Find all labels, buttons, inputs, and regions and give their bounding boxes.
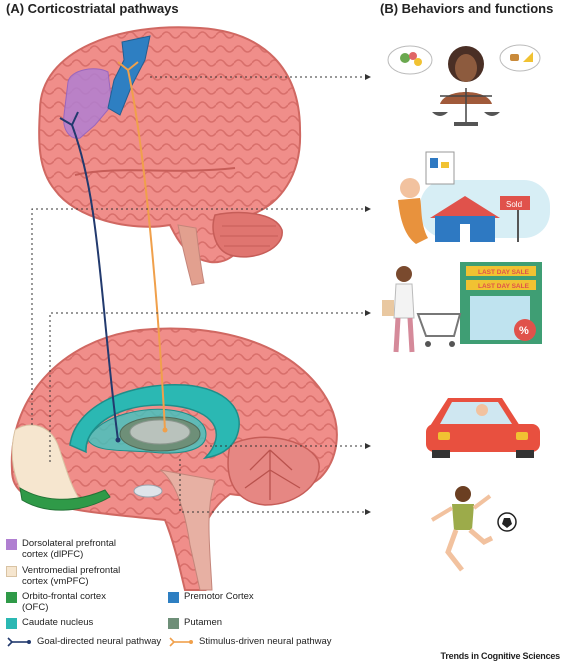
panel-b-title: (B) Behaviors and functions	[380, 1, 554, 16]
goal-pathway-key	[7, 637, 31, 647]
ofc-region	[19, 487, 111, 511]
legend-item-ofc: Orbito-frontal cortex (OFC)	[6, 591, 106, 613]
legend-label-putamen: Putamen	[184, 617, 223, 628]
goal-directed-pathway	[71, 124, 119, 441]
scene-shopping: LAST DAY SALE LAST DAY SALE %	[382, 262, 542, 353]
discount-badge: %	[519, 325, 529, 337]
journal-credit: Trends in Cognitive Sciences	[440, 651, 561, 661]
vmpfc-swatch	[6, 566, 17, 577]
legend-item-caudate: Caudate nucleus	[6, 617, 93, 629]
caudate-swatch	[6, 618, 17, 629]
legend-label-ofc: Orbito-frontal cortex (OFC)	[22, 591, 106, 613]
connectors	[31, 74, 371, 515]
stimulus-driven-pathway	[127, 69, 166, 431]
dlpfc-region	[63, 68, 113, 139]
premotor-swatch	[168, 592, 179, 603]
ofc-swatch	[6, 592, 17, 603]
legend-item-dlpfc: Dorsolateral prefrontal cortex (dlPFC)	[6, 538, 116, 560]
legend-item-goal: Goal-directed neural pathway	[6, 636, 161, 647]
legend-label-vmpfc: Ventromedial prefrontal cortex (vmPFC)	[22, 565, 121, 587]
lateral-brain	[38, 26, 302, 286]
legend-item-stimulus: Stimulus-driven neural pathway	[168, 636, 332, 647]
medial-brain	[10, 327, 338, 591]
dlpfc-swatch	[6, 539, 17, 550]
legend-item-vmpfc: Ventromedial prefrontal cortex (vmPFC)	[6, 565, 120, 587]
scene-soccer	[430, 486, 517, 572]
sold-sign: Sold	[506, 200, 522, 209]
legend: Dorsolateral prefrontal cortex (dlPFC) V…	[6, 537, 366, 649]
sale-banner-bottom: LAST DAY SALE	[478, 283, 530, 290]
panel-a-title: (A) Corticostriatal pathways	[6, 1, 179, 16]
legend-label-dlpfc: Dorsolateral prefrontal cortex (dlPFC)	[22, 538, 116, 560]
legend-label-caudate: Caudate nucleus	[22, 617, 94, 628]
caudate-region	[69, 384, 240, 460]
stimulus-pathway-key	[169, 637, 193, 647]
legend-label-goal: Goal-directed neural pathway	[37, 636, 162, 647]
scene-driving	[426, 398, 540, 458]
sale-banner-top: LAST DAY SALE	[478, 269, 530, 276]
scene-house: Sold	[398, 151, 550, 244]
putamen-swatch	[168, 618, 179, 629]
legend-item-putamen: Putamen	[168, 617, 222, 629]
scene-decision	[387, 44, 541, 126]
legend-label-premotor: Premotor Cortex	[184, 591, 254, 602]
legend-label-stimulus: Stimulus-driven neural pathway	[199, 636, 332, 647]
legend-item-premotor: Premotor Cortex	[168, 591, 254, 603]
